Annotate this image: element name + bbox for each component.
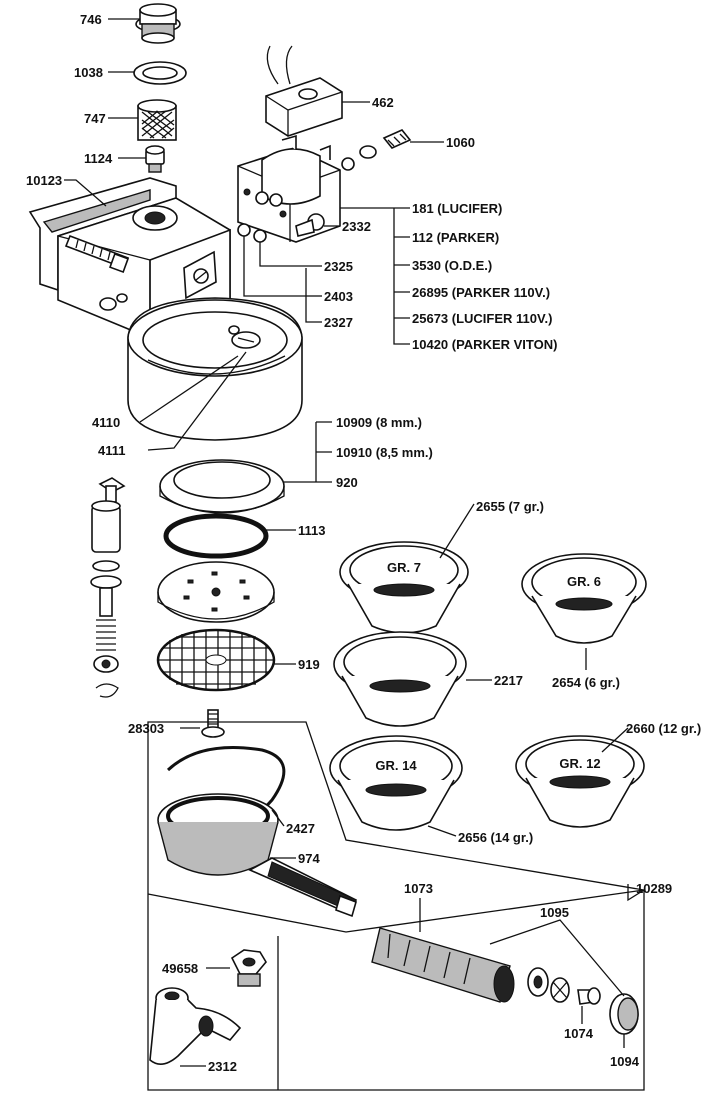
label-1094: 1094 — [610, 1054, 640, 1069]
label-2325: 2325 — [324, 259, 353, 274]
label-2427: 2427 — [286, 821, 315, 836]
label-3530: 3530 (O.D.E.) — [412, 258, 492, 273]
label-2655: 2655 (7 gr.) — [476, 499, 544, 514]
filter-basket-gr14 — [329, 735, 463, 831]
label-10123: 10123 — [26, 173, 62, 188]
label-4111: 4111 — [98, 443, 126, 458]
cup-label-gr7: GR. 7 — [387, 560, 421, 575]
label-49658: 49658 — [162, 961, 198, 976]
part-919-screen — [156, 628, 276, 692]
label-4110: 4110 — [92, 415, 120, 430]
part-1124-nipple — [145, 145, 165, 173]
part-1074-screw — [577, 987, 601, 1005]
label-1124: 1124 — [84, 151, 113, 166]
label-1073: 1073 — [404, 881, 433, 896]
part-2312-spout — [149, 987, 242, 1065]
label-746: 746 — [80, 12, 102, 27]
filter-basket-2217 — [333, 631, 467, 727]
part-28303-screw — [201, 709, 225, 738]
part-747-mesh-filter — [137, 99, 177, 141]
label-181: 181 (LUCIFER) — [412, 201, 502, 216]
part-valve-assembly — [90, 477, 126, 698]
label-1060: 1060 — [446, 135, 475, 150]
part-746-cap — [135, 3, 181, 44]
label-2332: 2332 — [342, 219, 371, 234]
label-10909: 10909 (8 mm.) — [336, 415, 422, 430]
label-2327: 2327 — [324, 315, 353, 330]
part-49658-nut — [230, 949, 267, 987]
label-10420: 10420 (PARKER VITON) — [412, 337, 557, 352]
label-2660: 2660 (12 gr.) — [626, 721, 701, 736]
label-2654: 2654 (6 gr.) — [552, 675, 620, 690]
label-25673: 25673 (LUCIFER 110V.) — [412, 311, 552, 326]
part-shower-plate — [157, 561, 275, 623]
label-10910: 10910 (8,5 mm.) — [336, 445, 433, 460]
filter-basket-gr12 — [515, 735, 645, 828]
part-10123-group-head — [28, 177, 303, 441]
cup-label-gr6: GR. 6 — [567, 574, 601, 589]
leader-lines — [64, 18, 645, 1067]
label-2403: 2403 — [324, 289, 353, 304]
part-1038-washer — [133, 61, 187, 85]
label-974: 974 — [298, 851, 320, 866]
label-2217: 2217 — [494, 673, 523, 688]
filter-basket-gr7 — [339, 541, 469, 634]
label-2656: 2656 (14 gr.) — [458, 830, 533, 845]
label-747: 747 — [84, 111, 106, 126]
label-919: 919 — [298, 657, 320, 672]
part-2332-screw — [295, 213, 325, 237]
part-1060-fitting — [341, 129, 412, 171]
label-2312: 2312 — [208, 1059, 237, 1074]
part-1094-cap — [609, 993, 639, 1035]
part-920-gasket — [159, 459, 285, 514]
part-974-portafilter — [157, 793, 358, 918]
label-10289: 10289 — [636, 881, 672, 896]
label-1095: 1095 — [540, 905, 569, 920]
label-26895: 26895 (PARKER 110V.) — [412, 285, 550, 300]
label-1074: 1074 — [564, 1026, 594, 1041]
part-1095-fittings — [527, 967, 570, 1003]
label-462: 462 — [372, 95, 394, 110]
part-1073-handle — [371, 927, 515, 1003]
label-920: 920 — [336, 475, 358, 490]
label-1113: 1113 — [298, 523, 326, 538]
cup-label-gr14: GR. 14 — [375, 758, 417, 773]
label-1038: 1038 — [74, 65, 103, 80]
label-28303: 28303 — [128, 721, 164, 736]
label-112: 112 (PARKER) — [412, 230, 499, 245]
cup-label-gr12: GR. 12 — [559, 756, 600, 771]
part-1113-oring — [163, 513, 269, 559]
part-462-coil — [265, 45, 343, 137]
filter-basket-gr6 — [521, 553, 647, 644]
